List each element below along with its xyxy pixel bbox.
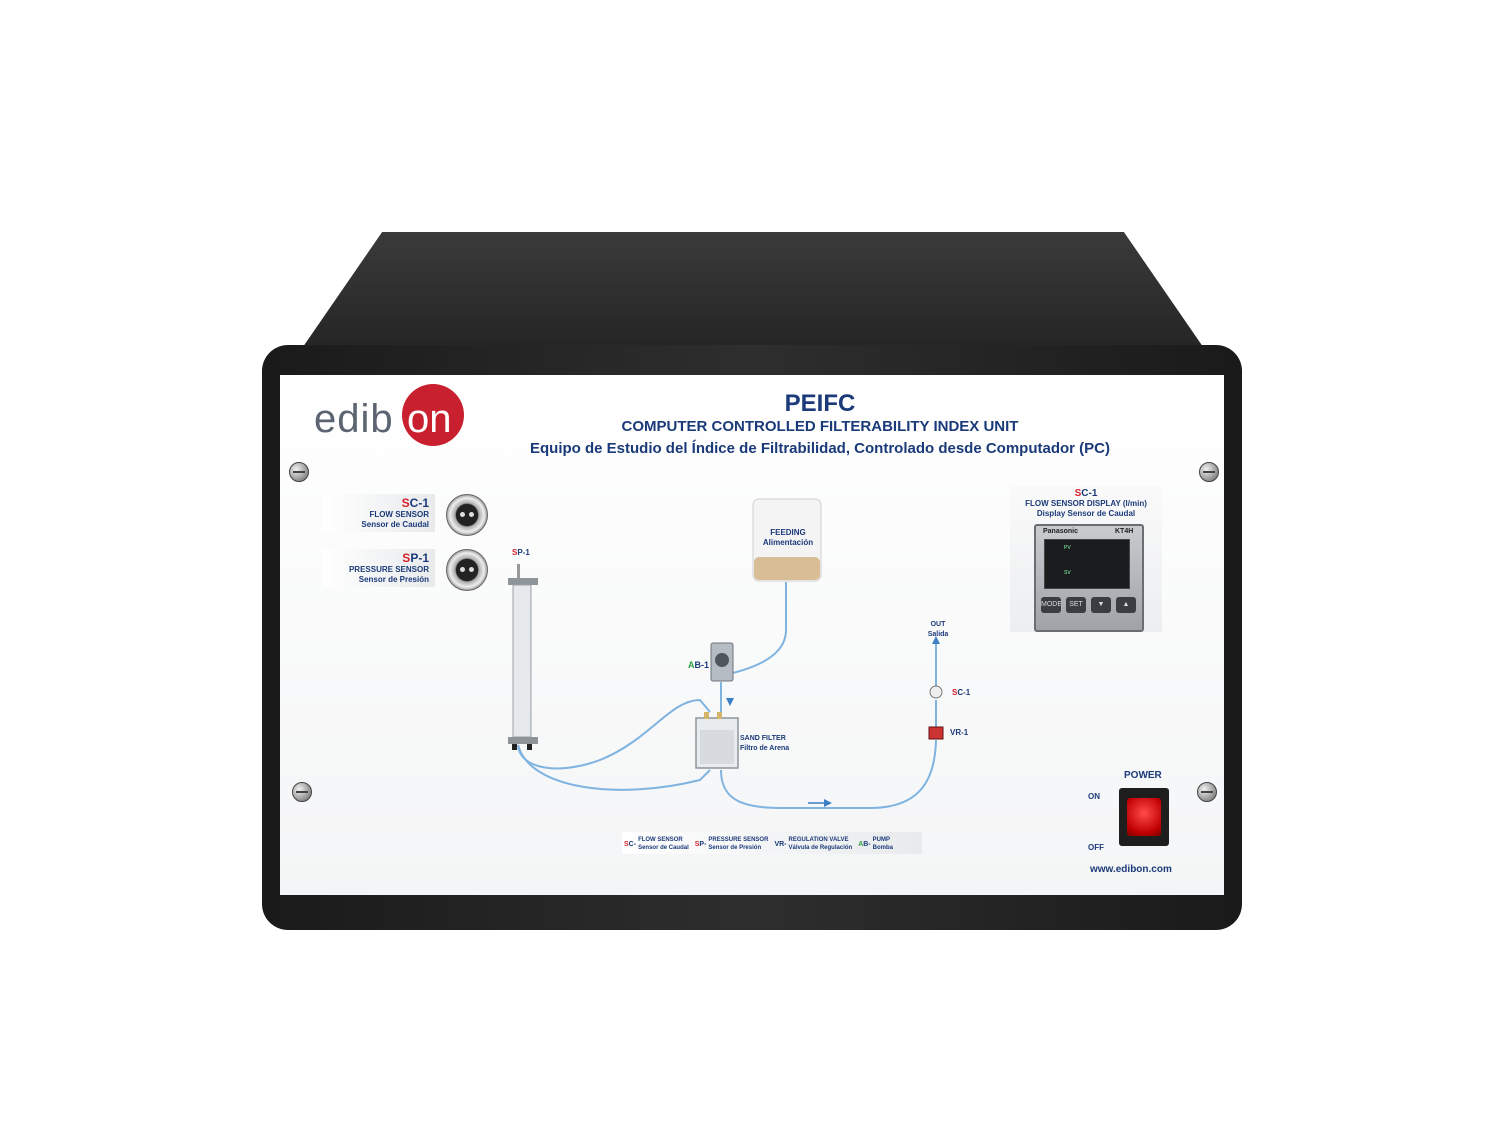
legend <box>622 832 922 854</box>
regulation-valve <box>928 726 944 740</box>
out-arrow-icon <box>932 636 940 644</box>
sp1-tag: SP-1 <box>512 548 530 557</box>
pipe-filter-to-valve <box>720 739 937 810</box>
power-off-label: OFF <box>1088 843 1104 852</box>
edibon-logo-suffix: on <box>407 397 452 441</box>
sp1-probe <box>517 564 520 578</box>
pipe-filter-return <box>517 744 711 791</box>
panel-screw-top-right <box>1199 462 1219 482</box>
column-outlet-left <box>512 744 517 750</box>
website-link[interactable]: www.edibon.com <box>1090 864 1172 875</box>
display-title-en: FLOW SENSOR DISPLAY (l/min) <box>1025 499 1147 508</box>
inline-flow-sensor <box>929 685 943 699</box>
flow-sensor-name-es: Sensor de Caudal <box>361 520 429 529</box>
sp1-code-rest: P-1 <box>410 551 429 565</box>
sp1-code-first: S <box>402 551 411 565</box>
controller-model: KT4H <box>1115 528 1134 535</box>
feeding-tank-liquid <box>754 557 820 580</box>
sand-filter-label-en: SAND FILTER <box>740 735 786 742</box>
display-code-rest: C-1 <box>1081 488 1098 499</box>
sc1-tag: SC-1 <box>952 688 971 697</box>
out-label-en: OUT <box>930 621 946 628</box>
pressure-sensor-connector[interactable] <box>446 549 488 591</box>
unit-title-es: Equipo de Estudio del Índice de Filtrabi… <box>529 440 1111 457</box>
pump-down-arrow-icon <box>726 698 734 706</box>
panel-screw-top-left <box>289 462 309 482</box>
sand-filter-media <box>700 730 734 764</box>
sc1-code-rest: C-1 <box>409 496 429 510</box>
flow-display-header: SC-1 FLOW SENSOR DISPLAY (l/min) Display… <box>1010 488 1162 519</box>
sv-indicator: SV <box>1064 570 1071 576</box>
up-button[interactable]: ▲ <box>1116 597 1136 613</box>
controller-maker: Panasonic <box>1043 528 1079 535</box>
power-on-label: ON <box>1088 792 1100 801</box>
pressure-sensor-name-en: PRESSURE SENSOR <box>348 565 429 574</box>
flow-sensor-name-en: FLOW SENSOR <box>369 510 429 519</box>
feeding-label: FEEDING Alimentación <box>756 528 820 548</box>
power-label: POWER <box>1124 770 1162 781</box>
filter-inlet-left <box>704 712 709 719</box>
filter-inlet-right <box>717 712 722 719</box>
pipe-column-to-filter <box>517 698 711 770</box>
pressure-sensor-label: SP-1 PRESSURE SENSOR Sensor de Presión <box>323 549 435 587</box>
unit-title-en: COMPUTER CONTROLLED FILTERABILITY INDEX … <box>621 418 1019 435</box>
vr1-tag: VR-1 <box>950 728 969 737</box>
ab1-tag: AB-1 <box>688 660 710 670</box>
feeding-label-es: Alimentación <box>762 538 814 547</box>
column-top-cap <box>508 578 538 585</box>
filtration-column <box>512 584 532 738</box>
display-code-first: S <box>1074 488 1082 499</box>
controller-screen <box>1044 539 1130 589</box>
edibon-logo-prefix: edib <box>314 397 394 441</box>
panel-screw-bottom-left <box>292 782 312 802</box>
mode-button[interactable]: MODE <box>1041 597 1062 613</box>
front-panel <box>280 375 1224 895</box>
feeding-label-en: FEEDING <box>770 528 806 537</box>
flow-sensor-label: SC-1 FLOW SENSOR Sensor de Caudal <box>323 494 435 532</box>
down-button[interactable]: ▼ <box>1091 597 1111 613</box>
column-outlet-right <box>527 744 532 750</box>
sand-filter-label-es: Filtro de Arena <box>740 745 790 752</box>
flow-direction-arrow-icon <box>824 799 832 807</box>
pv-indicator: PV <box>1064 545 1071 551</box>
edibon-logo-circle <box>402 384 464 446</box>
panel-screw-bottom-right <box>1197 782 1217 802</box>
pipe-feeding-to-pump <box>724 582 787 676</box>
display-title-es: Display Sensor de Caudal <box>1036 509 1136 518</box>
power-lamp-icon <box>1127 798 1161 836</box>
set-button[interactable]: SET <box>1066 597 1086 613</box>
out-label: OUT Salida <box>926 620 950 640</box>
pump-head <box>715 653 729 667</box>
column-bottom-cap <box>508 737 538 744</box>
out-label-es: Salida <box>927 631 949 638</box>
model-title: PEIFC <box>784 390 856 417</box>
pressure-sensor-name-es: Sensor de Presión <box>358 575 429 584</box>
sand-filter-label: SAND FILTER Filtro de Arena <box>740 734 789 754</box>
sc1-code-first: S <box>401 496 410 510</box>
flow-sensor-connector[interactable] <box>446 494 488 536</box>
